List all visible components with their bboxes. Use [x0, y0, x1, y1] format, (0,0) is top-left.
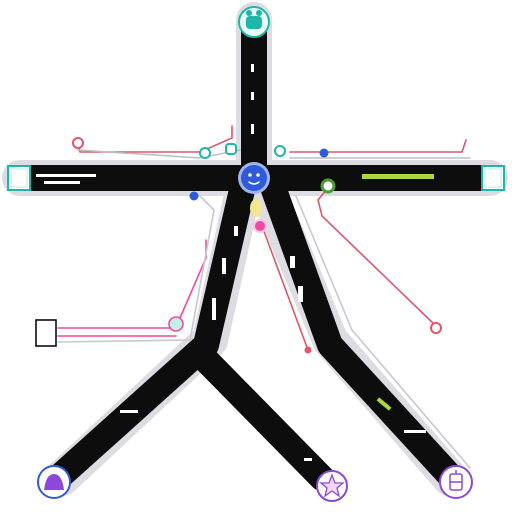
green-node — [320, 178, 336, 194]
teal-marker-center — [225, 143, 237, 155]
green-label-strip-lower — [376, 397, 392, 411]
red-ring-right — [430, 322, 442, 334]
teal-box-icon-right — [484, 168, 502, 188]
purple-star-icon — [319, 473, 345, 498]
road-markings — [36, 64, 426, 461]
teal-box-icon-left — [10, 168, 28, 188]
blue-face-icon — [248, 173, 260, 185]
teal-ring-left — [199, 147, 211, 159]
purple-blob-icon — [44, 474, 64, 490]
road-right-branch — [261, 177, 465, 491]
teal-ring-right — [274, 145, 286, 157]
road-left-branch — [45, 177, 255, 491]
link-left-pink — [57, 239, 207, 329]
yellow-balloon — [250, 199, 262, 217]
link-right-gray — [295, 195, 471, 469]
teal-creature-icon — [246, 10, 262, 29]
green-label-strip — [362, 174, 434, 179]
teal-node-left — [168, 316, 184, 332]
link-center-red — [261, 225, 309, 351]
blue-dot-left — [189, 191, 199, 201]
purple-tower-icon — [449, 470, 463, 491]
red-dot-center — [304, 346, 312, 354]
link-top-left-red — [77, 125, 233, 153]
left-endpoint[interactable] — [7, 165, 31, 191]
link-left-gray — [57, 195, 215, 343]
blue-dot-right — [319, 148, 329, 158]
road-left-inner — [193, 347, 335, 491]
white-square-marker[interactable] — [35, 319, 57, 347]
center-hub[interactable] — [241, 165, 267, 191]
link-right-curve-red — [317, 187, 437, 327]
link-top-right-red — [289, 139, 467, 153]
right-endpoint[interactable] — [481, 165, 505, 191]
red-ring-top-left — [72, 137, 84, 149]
pink-balloon — [253, 219, 267, 233]
